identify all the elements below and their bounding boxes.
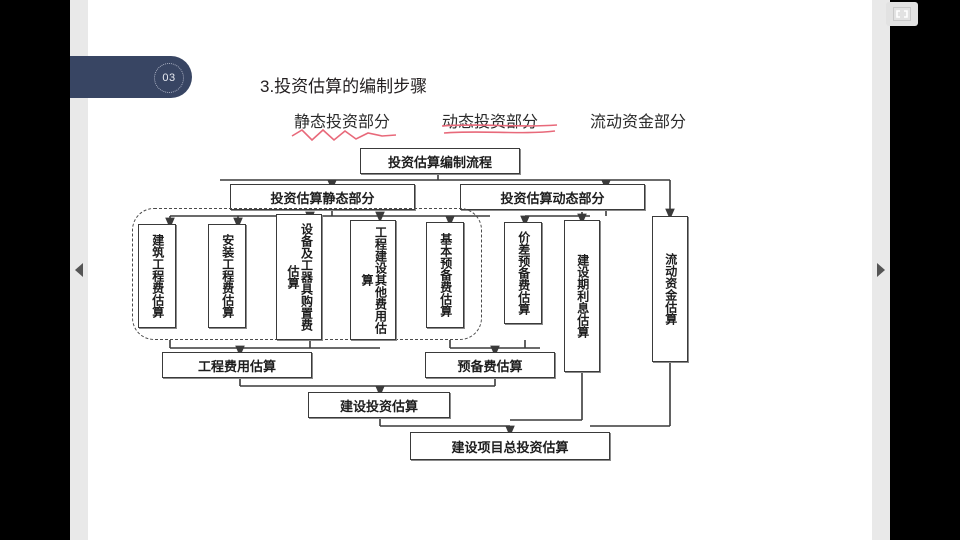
slide-canvas: 03 3.投资估算的编制步骤 静态投资部分 动态投资部分 流动资金部分: [70, 0, 890, 540]
flow-node-project-total: 建设项目总投资估算: [410, 432, 610, 460]
flow-node-dynamic-branch: 投资估算动态部分: [460, 184, 645, 210]
flow-node-price-reserve: 价差预备费估算: [504, 222, 542, 324]
flow-node-static-branch: 投资估算静态部分: [230, 184, 415, 210]
next-slide-button[interactable]: [872, 0, 890, 540]
sublabel-dynamic: 动态投资部分: [442, 114, 539, 131]
fullscreen-expand-icon: [893, 7, 911, 21]
fullscreen-button[interactable]: [886, 2, 918, 26]
section-number-badge: 03: [154, 63, 184, 93]
flow-node-equipment-cost: 设备及工器具购置费估算: [276, 214, 322, 340]
flow-node-root: 投资估算编制流程: [360, 148, 520, 174]
flow-node-engineering-subtotal: 工程费用估算: [162, 352, 312, 378]
flowchart-connectors: [165, 174, 675, 437]
letterbox-left: [0, 0, 70, 540]
page-title: 3.投资估算的编制步骤: [260, 77, 428, 96]
flow-node-reserve-subtotal: 预备费估算: [425, 352, 555, 378]
chevron-right-icon: [877, 263, 885, 277]
section-banner: 03: [70, 56, 192, 98]
flow-node-installation-cost: 安装工程费估算: [208, 224, 246, 328]
flow-node-other-construction-cost: 工程建设其他费用估算: [350, 220, 396, 340]
sublabel-working-capital: 流动资金部分: [590, 114, 687, 131]
flow-node-construction-investment: 建设投资估算: [308, 392, 450, 418]
flow-node-construction-interest: 建设期利息估算: [564, 220, 600, 372]
flow-node-basic-reserve: 基本预备费估算: [426, 222, 464, 328]
letterbox-right: [890, 0, 960, 540]
flow-node-building-cost: 建筑工程费估算: [138, 224, 176, 328]
zigzag-annotation: [291, 128, 397, 142]
sublabel-static: 静态投资部分: [294, 114, 391, 131]
chevron-left-icon: [75, 263, 83, 277]
prev-slide-button[interactable]: [70, 0, 88, 540]
flow-node-working-capital: 流动资金估算: [652, 216, 688, 362]
double-underline-annotation: [441, 124, 558, 134]
flowchart: 投资估算编制流程 投资估算静态部分 投资估算动态部分 建筑工程费估算 安装工程费…: [70, 0, 890, 540]
